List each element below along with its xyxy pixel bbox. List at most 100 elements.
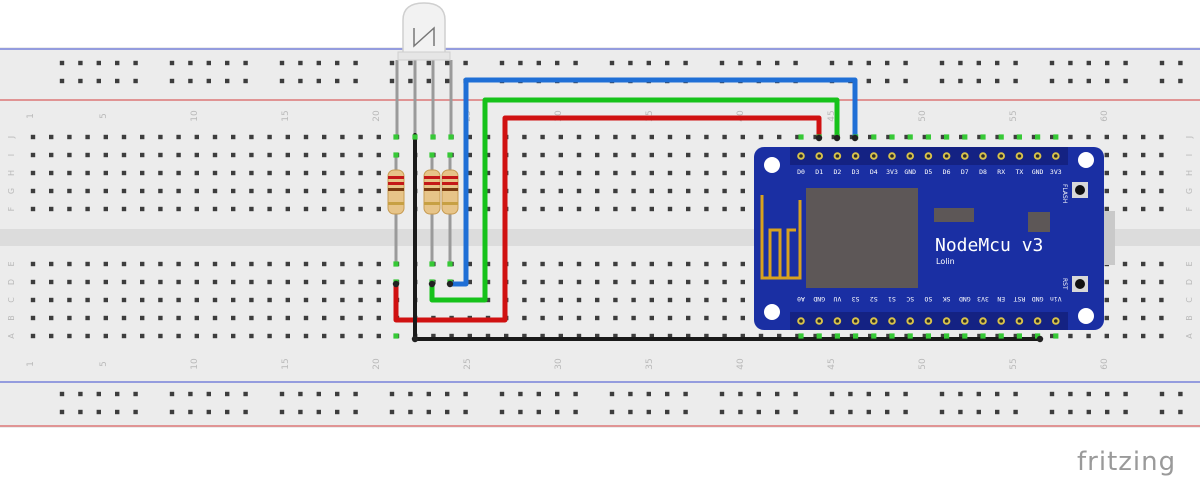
breadboard-hole (740, 170, 745, 176)
breadboard-hole (485, 297, 491, 303)
connected-hole (429, 261, 435, 267)
wire-end (428, 280, 436, 288)
breadboard-hole (340, 315, 345, 321)
breadboard-hole (1178, 409, 1183, 415)
connected-hole (1016, 134, 1022, 140)
breadboard-hole (103, 261, 108, 267)
connected-hole (871, 333, 877, 339)
breadboard-hole (904, 333, 909, 339)
breadboard-hole (140, 134, 145, 140)
flash-button-cap[interactable] (1075, 185, 1085, 195)
breadboard-hole (885, 391, 890, 397)
column-number-top: 1 (26, 113, 36, 119)
breadboard-hole (303, 170, 309, 176)
breadboard-hole (316, 409, 321, 415)
breadboard-hole (1122, 315, 1128, 321)
breadboard-hole (886, 134, 891, 140)
breadboard-hole (49, 134, 54, 140)
bottom-pin-label: SC (906, 295, 914, 303)
breadboard-hole (103, 206, 108, 212)
wire-end (411, 335, 419, 343)
breadboard-hole (977, 333, 982, 339)
connected-hole (816, 333, 822, 339)
breadboard-hole (243, 60, 248, 66)
breadboard-hole (1159, 170, 1164, 176)
connected-hole (412, 134, 418, 140)
resistors (387, 169, 459, 215)
breadboard-hole (522, 297, 527, 303)
breadboard-hole (158, 261, 163, 267)
breadboard-hole (558, 315, 563, 321)
breadboard-hole (279, 78, 285, 84)
breadboard-hole (285, 315, 290, 321)
top-power-rail (0, 47, 1200, 103)
breadboard-hole (225, 60, 230, 66)
column-number-bottom: 15 (281, 358, 291, 369)
breadboard-hole (555, 60, 560, 66)
breadboard-hole (133, 391, 138, 397)
breadboard-hole (667, 206, 673, 212)
breadboard-hole (285, 170, 290, 176)
breadboard-hole (78, 409, 83, 415)
breadboard-hole (30, 261, 36, 267)
breadboard-hole (445, 78, 450, 84)
breadboard-hole (1013, 391, 1018, 397)
breadboard-hole (376, 333, 381, 339)
breadboard-hole (1141, 206, 1146, 212)
connected-hole (871, 134, 877, 140)
top-pin-label: 3V3 (886, 168, 898, 176)
breadboard-hole (358, 152, 363, 158)
row-letter: H (7, 170, 16, 176)
breadboard-hole (1141, 170, 1146, 176)
breadboard-hole (775, 391, 780, 397)
header-pin-hole (799, 319, 803, 323)
breadboard-hole (30, 188, 36, 194)
breadboard-hole (85, 315, 90, 321)
breadboard-hole (49, 261, 54, 267)
breadboard-hole (649, 134, 654, 140)
breadboard-hole (1122, 279, 1128, 285)
breadboard-hole (67, 152, 72, 158)
header-pin-hole (908, 154, 912, 158)
breadboard-hole (719, 60, 725, 66)
connected-hole (1053, 333, 1059, 339)
breadboard-hole (389, 78, 395, 84)
row-letter: F (1185, 206, 1194, 211)
board-title: NodeMcu v3 (935, 235, 1043, 256)
breadboard-hole (646, 60, 651, 66)
breadboard-hole (595, 170, 600, 176)
breadboard-hole (1049, 409, 1055, 415)
breadboard-hole (667, 170, 673, 176)
breadboard-hole (922, 333, 927, 339)
header-pin-hole (817, 154, 821, 158)
breadboard-hole (322, 315, 327, 321)
breadboard-hole (740, 297, 745, 303)
breadboard-hole (704, 188, 709, 194)
column-number-bottom: 5 (99, 361, 109, 367)
breadboard-hole (631, 170, 636, 176)
breadboard-hole (649, 261, 654, 267)
breadboard-hole (665, 60, 670, 66)
breadboard-hole (249, 170, 254, 176)
breadboard-hole (959, 333, 964, 339)
breadboard-hole (958, 60, 963, 66)
header-pin-hole (799, 154, 803, 158)
breadboard-hole (1122, 261, 1128, 267)
breadboard-hole (358, 170, 363, 176)
breadboard-hole (316, 78, 321, 84)
breadboard-hole (1159, 391, 1165, 397)
connected-hole (393, 333, 399, 339)
breadboard-hole (176, 206, 181, 212)
breadboard-hole (176, 333, 181, 339)
breadboard-hole (303, 188, 309, 194)
breadboard-hole (249, 261, 254, 267)
breadboard-hole (958, 78, 963, 84)
breadboard-hole (188, 60, 193, 66)
breadboard-hole (249, 279, 254, 285)
breadboard-hole (335, 409, 340, 415)
breadboard-hole (59, 391, 65, 397)
rst-button-cap[interactable] (1075, 279, 1085, 289)
esp-module (806, 188, 918, 288)
breadboard-hole (194, 333, 199, 339)
